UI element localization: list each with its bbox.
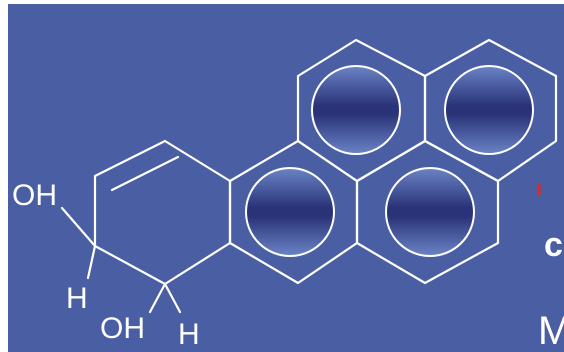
- bond-to-oh-bottom: [148, 282, 167, 314]
- aromatic-ring-top-right: [444, 65, 534, 155]
- aromatic-ring-middle-left: [245, 167, 335, 257]
- bond-ring-top-right: [423, 38, 558, 183]
- label-oh-bottom: OH: [100, 312, 145, 345]
- aromatic-ring-middle-right: [385, 167, 475, 257]
- label-h-bottom: H: [178, 318, 200, 351]
- accent-mark: [538, 183, 541, 195]
- label-edge-c: c: [544, 226, 563, 264]
- bond-saturated-ring: [93, 139, 232, 286]
- bond-to-h-left: [86, 244, 97, 280]
- label-h-left: H: [66, 282, 88, 315]
- aromatic-ring-top-left: [311, 65, 401, 155]
- label-edge-m: M: [538, 309, 564, 352]
- label-oh-left: OH: [12, 179, 57, 212]
- bond-to-oh-left: [60, 206, 97, 248]
- double-bond-line: [110, 155, 180, 192]
- bond-to-h-bottom: [163, 282, 182, 314]
